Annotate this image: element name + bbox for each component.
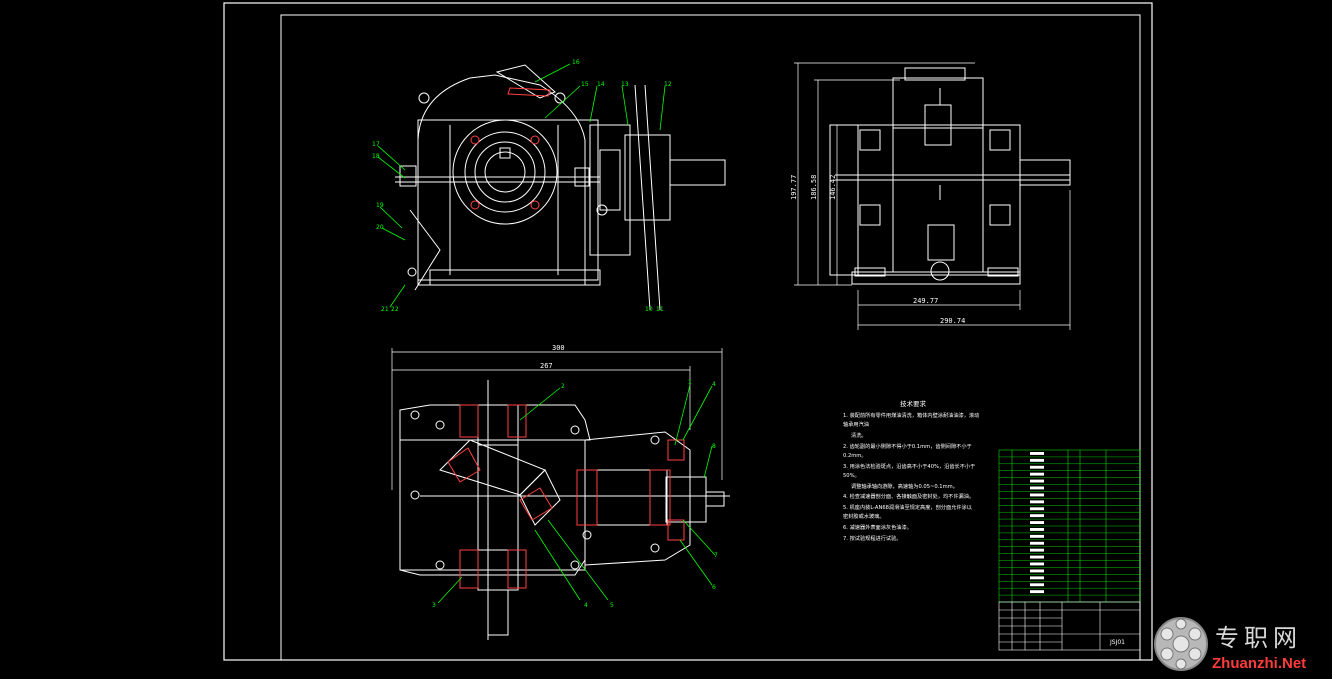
bom-row-mark [1030,562,1044,566]
inner-frame [280,14,1141,661]
balloon-13: 13 [621,81,629,88]
balloon-s2: 2 [561,383,565,390]
title-block [998,601,1141,651]
balloon-s6: 6 [712,584,716,591]
tech-req-line: 7. 按试验规程进行试验。 [843,534,901,542]
balloon-s7: 7 [714,552,718,559]
drawing-number: JSJ01 [1109,639,1125,646]
balloon-s8: 8 [712,443,716,450]
balloon-10: 10 [645,306,653,313]
front-view-leaders [377,63,666,308]
tech-req-line: 1. 装配前所有零件用煤油清洗，箱体内壁涂耐油油漆，滚动 [843,411,979,419]
balloon-22: 22 [391,306,399,313]
bom-row-mark [1030,521,1044,524]
tech-req-line: 密封胶或水玻璃。 [843,512,885,520]
bom-row-mark [1030,569,1044,573]
balloon-19: 19 [376,202,384,209]
side-view-dimensions [794,62,1071,330]
bom-row-mark [1030,541,1044,545]
tech-req-line: 2. 齿轮副的最小侧隙不得小于0.1mm，齿侧间隙不小于 [843,442,972,450]
side-view [829,67,1071,285]
watermark-text-en: Zhuanzhi.Net [1212,655,1307,672]
dim-186: 186.58 [810,175,818,200]
bom-row-mark [1030,583,1044,587]
bom-row-mark [1030,590,1044,594]
bom-row-mark [1030,514,1044,518]
bom-row-mark [1030,465,1044,469]
balloon-16: 16 [572,59,580,66]
balloon-15: 15 [581,81,589,88]
section-view-balloon-labels: 2 1 4 3 4 5 6 7 8 [432,379,718,609]
tech-req-line: 轴承用汽油 [843,420,869,428]
tech-req-line: 0.2mm。 [843,453,867,459]
watermark-logo-icon [1154,617,1208,671]
tech-requirements: 技术要求 1. 装配前所有零件用煤油清洗，箱体内壁涂耐油油漆，滚动 轴承用汽油 … [843,399,979,542]
balloon-11: 11 [656,306,664,313]
balloon-s4a: 4 [712,381,716,388]
tech-req-line: 50%。 [843,473,860,479]
tech-req-line: 4. 检查减速器剖分面、各接触面及密封处，均不许漏油。 [843,492,974,500]
front-view [395,64,726,311]
tech-req-line: 6. 减速器外表面涂灰色油漆。 [843,523,912,531]
tech-req-title: 技术要求 [900,399,927,408]
balloon-18: 18 [372,153,380,160]
bom-row-mark [1030,472,1044,476]
balloon-s1: 1 [688,379,692,386]
parts-list-table [998,449,1141,603]
bom-row-mark [1030,452,1044,455]
front-view-hatch [470,87,551,210]
watermark-text-cn: 专职网 [1215,624,1302,652]
bom-row-mark [1030,458,1044,462]
balloon-12: 12 [664,81,672,88]
balloon-20: 20 [376,224,384,231]
balloon-21: 21 [381,306,389,313]
dim-300: 300 [552,344,565,352]
bom-row-mark [1030,479,1044,483]
section-view [399,380,730,640]
balloon-s3: 3 [432,602,436,609]
bom-row-mark [1030,534,1044,538]
front-view-balloon-labels: 16 15 14 13 12 17 18 19 20 21 22 10 11 [372,59,672,313]
dim-267: 267 [540,362,553,370]
section-view-leaders [437,384,716,604]
bom-row-mark [1030,555,1044,559]
bom-row-mark [1030,493,1044,497]
bom-row-mark [1030,576,1044,580]
balloon-14: 14 [597,81,605,88]
section-view-hatch [447,404,685,589]
balloon-s4b: 4 [584,602,588,609]
tech-req-line: 清洗。 [851,431,867,439]
bom-row-mark [1030,507,1044,511]
bom-row-mark [1030,486,1044,490]
balloon-17: 17 [372,141,380,148]
dim-290: 290.74 [940,317,965,325]
bom-row-mark [1030,528,1044,531]
bom-row-mark [1030,548,1044,552]
side-view-dimension-text: 197.77 186.58 146.42 249.77 290.74 [790,175,965,325]
dim-146: 146.42 [829,175,837,200]
bom-row-mark [1030,500,1044,504]
tech-req-line: 3. 用涂色法检验斑点，沿齿高不小于40%，沿齿长不小于 [843,462,975,470]
balloon-s5: 5 [610,602,614,609]
tech-req-line: 5. 机座内装L-AN68润滑油至规定高度，剖分面允许涂以 [843,503,972,511]
section-view-dimensions [391,348,723,490]
outer-frame [223,2,1153,661]
dim-249: 249.77 [913,297,938,305]
section-view-dimension-text: 300 267 [540,344,565,370]
tech-req-line: 调整轴承轴向游隙，高速轴为0.05~0.1mm。 [851,482,958,490]
dim-197: 197.77 [790,175,798,200]
